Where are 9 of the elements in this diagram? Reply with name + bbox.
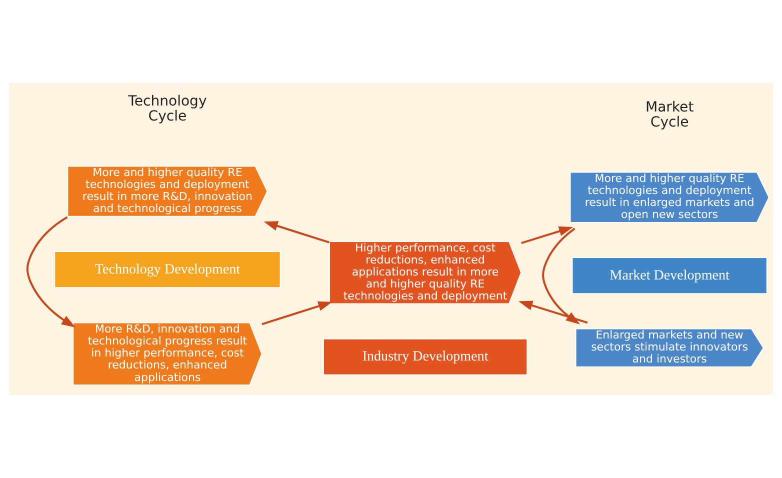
node-box: Market Development (572, 257, 768, 294)
node-box: Industry Development (322, 338, 528, 376)
arrow (262, 301, 332, 326)
arrow (264, 221, 330, 244)
arrow (521, 226, 574, 244)
label: Technology Cycle (128, 93, 207, 124)
arrow (26, 216, 76, 328)
node-box: Technology Development (54, 251, 281, 288)
label: Market Cycle (645, 99, 694, 130)
